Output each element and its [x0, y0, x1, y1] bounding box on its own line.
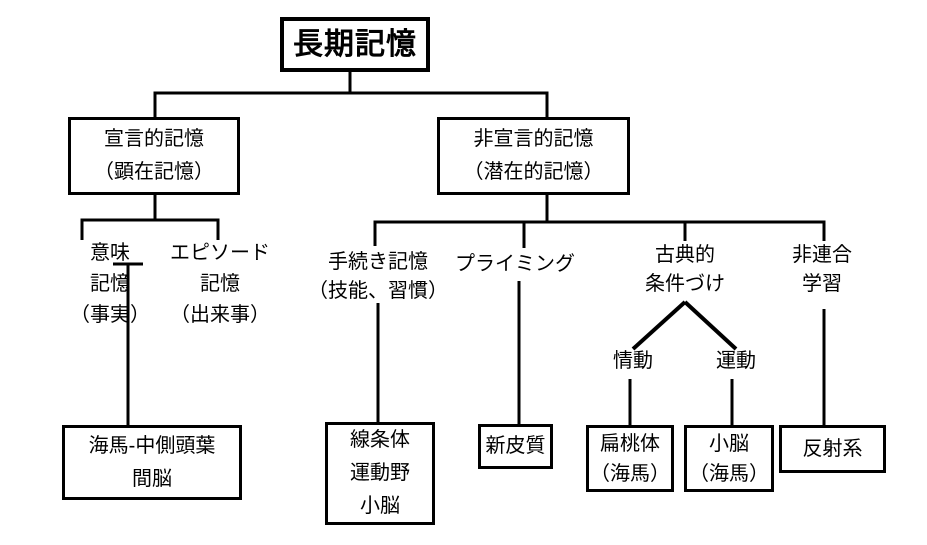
node-label: （海馬） [689, 462, 769, 485]
node-label: エピソード [170, 242, 270, 264]
node-neocortex: 新皮質 [478, 424, 553, 469]
node-label: 新皮質 [485, 435, 546, 457]
node-label: 手続き記憶 [328, 251, 428, 273]
node-label: プライミング [455, 253, 575, 275]
node-label: 宣言的記憶 [104, 128, 204, 150]
node-label: 間脳 [132, 467, 172, 490]
node-motor: 運動 [698, 347, 774, 376]
node-label: （海馬） [590, 462, 670, 485]
node-label: 非連合 [792, 244, 852, 266]
node-label: 古典的 [655, 244, 715, 266]
node-reflex-pathways: 反射系 [779, 425, 886, 473]
node-label: 小脳 [360, 495, 400, 517]
node-label: （顕在記憶） [94, 161, 214, 183]
node-cerebellum: 小脳 （海馬） [684, 425, 774, 492]
node-label: 長期記憶 [293, 27, 417, 61]
node-label: 記憶 [200, 273, 240, 295]
node-label: 条件づけ [645, 273, 725, 295]
node-label: 記憶 [90, 273, 130, 295]
node-label: 運動野 [350, 462, 410, 484]
node-episodic-memory: エピソード 記憶 （出来事） [155, 238, 285, 331]
node-label: 非宣言的記憶 [473, 128, 594, 150]
node-label: 反射系 [802, 437, 863, 460]
node-label: 扁桃体 [600, 432, 660, 455]
node-hippocampus-medial-temporal-diencephalon: 海馬-中側頭葉 間脳 [62, 425, 242, 500]
node-procedural-memory: 手続き記憶 （技能、習慣） [295, 248, 461, 306]
node-priming: プライミング [450, 250, 580, 279]
node-label: 線条体 [350, 429, 410, 451]
node-semantic-memory: 意味 記憶 （事実） [55, 238, 165, 331]
node-striatum-motorcortex-cerebellum: 線条体 運動野 小脳 [325, 422, 435, 525]
node-label: 学習 [802, 273, 842, 295]
node-label: 小脳 [709, 432, 749, 455]
node-nonassociative-learning: 非連合 学習 [762, 241, 882, 299]
node-label: （事実） [70, 304, 150, 326]
node-label: （技能、習慣） [308, 280, 448, 302]
node-label: 意味 [90, 242, 130, 264]
node-emotion: 情動 [595, 347, 671, 376]
node-declarative-memory: 宣言的記憶 （顕在記憶） [68, 117, 240, 195]
node-amygdala: 扁桃体 （海馬） [586, 425, 674, 492]
node-classical-conditioning: 古典的 条件づけ [624, 241, 746, 299]
node-label: 情動 [613, 350, 653, 372]
node-long-term-memory: 長期記憶 [280, 17, 430, 72]
node-label: （潜在的記憶） [463, 161, 604, 183]
node-label: 運動 [716, 350, 756, 372]
node-label: （出来事） [170, 304, 270, 326]
node-label: 海馬-中側頭葉 [88, 434, 216, 457]
node-nondeclarative-memory: 非宣言的記憶 （潜在的記憶） [437, 117, 630, 195]
